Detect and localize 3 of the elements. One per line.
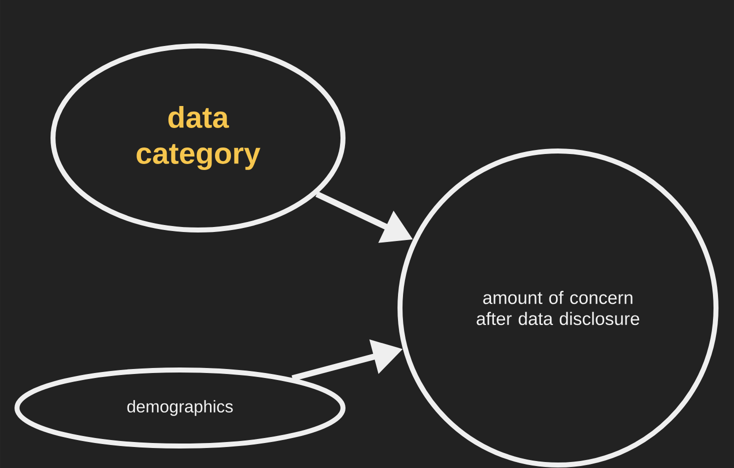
ellipse-node: demographics (14, 367, 346, 448)
ellipse-node: data category (50, 44, 346, 232)
ellipse-node: amount of concern after data disclosure (398, 148, 718, 468)
